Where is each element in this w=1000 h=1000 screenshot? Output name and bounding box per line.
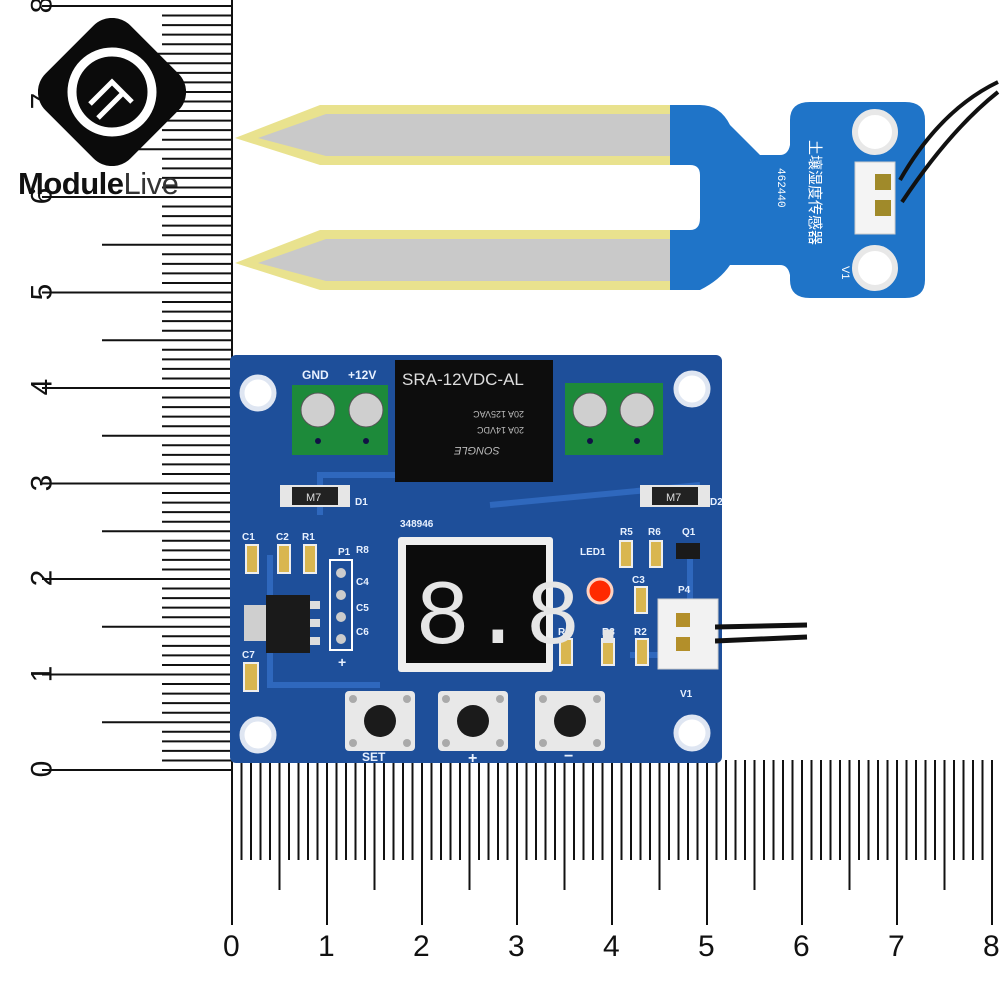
button-set[interactable] bbox=[345, 691, 415, 751]
led-indicator bbox=[586, 577, 614, 605]
brand-name: ModuleLive bbox=[18, 166, 179, 202]
label-led1: LED1 bbox=[580, 547, 606, 558]
relay-rating-2: 20A 14VDC bbox=[476, 425, 524, 435]
svg-text:M7: M7 bbox=[666, 492, 681, 504]
button-minus[interactable] bbox=[535, 691, 605, 751]
bottom-ruler bbox=[231, 760, 993, 925]
left-ruler-label: 1 bbox=[25, 665, 59, 682]
label-p4: P4 bbox=[678, 585, 691, 596]
relay-rating-1: 20A 125VAC bbox=[473, 409, 524, 419]
terminal-12v-label: +12V bbox=[348, 368, 376, 382]
bottom-ruler-label: 1 bbox=[318, 930, 335, 963]
header-p1 bbox=[329, 559, 353, 651]
button-minus-label: − bbox=[564, 748, 573, 765]
label-p1: P1 bbox=[338, 547, 351, 558]
seven-segment-display: 8.8. bbox=[398, 537, 636, 672]
modulelive-logo-icon bbox=[38, 18, 186, 166]
bottom-ruler-label: 3 bbox=[508, 930, 525, 963]
diode-d2: M7 bbox=[640, 485, 710, 507]
left-ruler-label: 4 bbox=[25, 378, 59, 396]
controller-board: GND +12V SRA-12VDC-AL 20A 125VAC 20A 14V… bbox=[230, 355, 723, 765]
label-q1: Q1 bbox=[682, 527, 696, 538]
label-r8: R8 bbox=[356, 545, 369, 556]
relay-model: SRA-12VDC-AL bbox=[402, 370, 524, 389]
button-plus[interactable] bbox=[438, 691, 508, 751]
relay-brand: SONGLE bbox=[453, 444, 500, 456]
bottom-ruler-ticks bbox=[231, 760, 993, 925]
label-c7: C7 bbox=[242, 650, 255, 661]
probe-label-code: 462440 bbox=[774, 168, 786, 208]
bottom-ruler-label: 8 bbox=[983, 930, 1000, 963]
probe-cable bbox=[898, 80, 1000, 204]
soil-moisture-probe: 土壤湿度传感器 462440 V1 bbox=[235, 102, 925, 298]
label-p1-plus: + bbox=[338, 654, 346, 670]
relay: SRA-12VDC-AL 20A 125VAC 20A 14VDC SONGLE bbox=[395, 360, 553, 482]
left-ruler-ticks bbox=[42, 5, 232, 771]
button-set-label: SET bbox=[362, 750, 386, 764]
label-r3: R3 bbox=[602, 627, 615, 638]
label-c2: C2 bbox=[276, 532, 289, 543]
button-plus-label: + bbox=[468, 750, 477, 765]
left-ruler-label: 5 bbox=[25, 283, 59, 300]
diode-d2-label: D2 bbox=[710, 497, 723, 508]
label-r9: R9 bbox=[558, 627, 571, 638]
brand-name-bold: Module bbox=[18, 166, 124, 201]
left-ruler-label: 8 bbox=[25, 0, 59, 14]
connector-p4 bbox=[657, 598, 719, 670]
label-c3: C3 bbox=[632, 575, 645, 586]
board-cable bbox=[715, 622, 808, 644]
label-r2: R2 bbox=[634, 627, 647, 638]
probe-pcb bbox=[670, 102, 925, 298]
bottom-ruler-label: 5 bbox=[698, 930, 715, 963]
diode-d1-label: D1 bbox=[355, 497, 368, 508]
terminal-gnd-label: GND bbox=[302, 368, 329, 382]
bottom-ruler-label: 7 bbox=[888, 930, 905, 963]
label-r6: R6 bbox=[648, 527, 661, 538]
label-c4: C4 bbox=[356, 577, 369, 588]
diode-d1: M7 bbox=[280, 485, 350, 507]
left-ruler-label: 3 bbox=[25, 474, 59, 491]
bottom-ruler-label: 4 bbox=[603, 930, 620, 963]
probe-label-chinese: 土壤湿度传感器 bbox=[806, 140, 824, 245]
svg-text:M7: M7 bbox=[306, 492, 321, 504]
board-code: 348946 bbox=[400, 519, 434, 530]
terminal-block-load bbox=[565, 383, 663, 455]
label-v1: V1 bbox=[680, 689, 693, 700]
label-c1: C1 bbox=[242, 532, 255, 543]
terminal-block-power bbox=[292, 385, 388, 455]
voltage-regulator bbox=[244, 595, 320, 653]
bottom-ruler-label: 6 bbox=[793, 930, 810, 963]
left-ruler bbox=[42, 0, 233, 771]
probe-label-v: V1 bbox=[839, 266, 851, 279]
brand-name-thin: Live bbox=[123, 166, 179, 201]
label-c6: C6 bbox=[356, 627, 369, 638]
bottom-ruler-label: 0 bbox=[223, 930, 240, 963]
bottom-ruler-label: 2 bbox=[413, 930, 430, 963]
left-ruler-label: 2 bbox=[25, 569, 59, 587]
label-c5: C5 bbox=[356, 603, 369, 614]
label-r1: R1 bbox=[302, 532, 315, 543]
label-r5: R5 bbox=[620, 527, 633, 538]
